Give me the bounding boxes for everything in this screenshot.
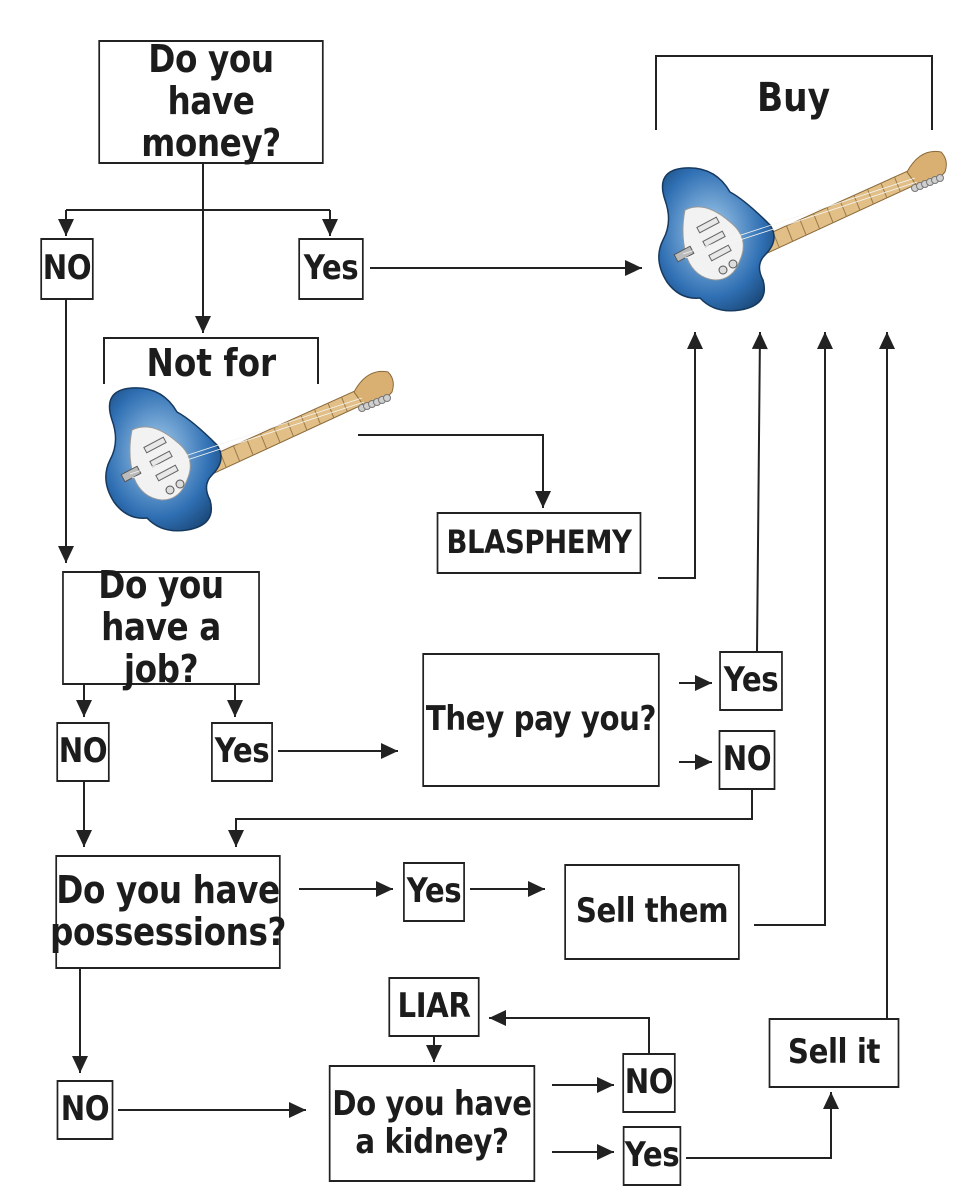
possessions-question-box: Do you have possessions? <box>50 855 286 969</box>
blasphemy-box: BLASPHEMY <box>436 512 642 574</box>
arrowhead <box>687 332 703 349</box>
connector-line <box>686 1092 832 1159</box>
guitar-fret <box>880 183 888 199</box>
arrowhead <box>322 219 338 236</box>
guitar-fret <box>826 207 834 223</box>
possessions-no-box: NO <box>56 1080 114 1140</box>
kidney-no-box: NO <box>622 1053 676 1113</box>
guitar-pickup <box>155 464 179 482</box>
arrowhead <box>879 332 895 349</box>
guitar-pickup <box>708 244 732 262</box>
guitar-fret <box>867 189 874 205</box>
guitar-fret <box>260 433 267 449</box>
sell-it-box: Sell it <box>768 1018 900 1088</box>
guitar-image-buy <box>658 150 947 312</box>
guitar-neck <box>754 169 918 257</box>
arrowhead <box>76 830 92 847</box>
arrowhead <box>597 1077 614 1093</box>
guitar-fret <box>813 213 820 229</box>
guitar-fret <box>840 201 847 217</box>
arrowhead <box>817 332 833 349</box>
arrowhead <box>695 675 712 691</box>
guitar-tuner <box>383 394 391 402</box>
guitar-fret <box>799 219 807 235</box>
arrowhead <box>376 881 393 897</box>
arrowhead <box>228 830 244 847</box>
connector-line <box>235 790 753 847</box>
buy-label: Buy <box>757 75 831 121</box>
guitar-pickup <box>702 230 726 248</box>
guitar-knob <box>728 259 738 269</box>
arrowhead <box>58 219 74 236</box>
guitar-neck <box>201 389 365 477</box>
money-no-box: NO <box>40 238 94 300</box>
guitar-pickup <box>696 216 720 234</box>
arrowhead <box>289 1102 306 1118</box>
guitar-image-not-for <box>105 370 394 532</box>
arrowhead <box>625 260 642 276</box>
possessions-yes-box: Yes <box>403 862 465 922</box>
guitar-fret <box>786 225 793 242</box>
guitar-knob <box>165 485 175 495</box>
pay-yes-box: Yes <box>719 651 783 711</box>
guitar-drawing <box>658 150 947 312</box>
pay-question-box: They pay you? <box>422 653 660 787</box>
guitar-tuner <box>936 174 944 182</box>
arrowhead <box>381 743 398 759</box>
guitar-strings <box>684 181 918 259</box>
guitar-knob <box>175 479 185 489</box>
guitar-drawing <box>105 370 394 532</box>
connector-line <box>489 1017 650 1053</box>
arrowhead <box>489 1010 506 1026</box>
connector-line <box>754 332 826 926</box>
arrowhead <box>76 700 92 717</box>
liar-box: LIAR <box>388 977 480 1037</box>
connector-line <box>658 332 696 579</box>
guitar-pickup <box>149 450 173 468</box>
guitar-knob <box>718 265 728 275</box>
guitar-strings <box>129 397 363 475</box>
arrowhead <box>195 316 211 333</box>
guitar-fret <box>894 176 901 193</box>
connector-line <box>358 434 544 508</box>
guitar-pickup <box>143 436 167 454</box>
arrowhead <box>535 491 551 508</box>
arrowhead <box>751 332 768 350</box>
connector-line <box>756 331 761 652</box>
guitar-strings <box>131 401 365 479</box>
money-question-box: Do you have money? <box>98 38 324 164</box>
kidney-yes-box: Yes <box>622 1126 682 1186</box>
buy-bracket: Buy <box>655 55 933 130</box>
guitar-fret <box>287 421 294 437</box>
arrowhead <box>58 546 74 563</box>
money-yes-box: Yes <box>298 238 364 300</box>
kidney-question-box: Do you have a kidney? <box>328 1065 536 1182</box>
guitar-fret <box>314 409 321 425</box>
guitar-fret <box>273 427 281 443</box>
guitar-fret <box>246 439 254 455</box>
job-yes-box: Yes <box>211 722 273 782</box>
job-no-box: NO <box>56 722 110 782</box>
guitar-fret <box>233 445 240 462</box>
arrowhead <box>426 1045 442 1062</box>
arrowhead <box>695 754 712 770</box>
not-for-label: Not for <box>146 341 276 385</box>
arrowhead <box>72 1056 88 1073</box>
arrowhead <box>823 1092 839 1109</box>
sell-them-box: Sell them <box>564 864 740 960</box>
guitar-strings <box>682 177 916 255</box>
guitar-fret <box>341 396 348 413</box>
not-for-bracket: Not for <box>103 337 319 385</box>
arrowhead <box>227 700 243 717</box>
guitar-fret <box>327 403 335 419</box>
arrowhead <box>597 1144 614 1160</box>
pay-no-box: NO <box>718 730 776 790</box>
job-question-box: Do you have a job? <box>62 564 260 690</box>
arrowhead <box>528 881 545 897</box>
